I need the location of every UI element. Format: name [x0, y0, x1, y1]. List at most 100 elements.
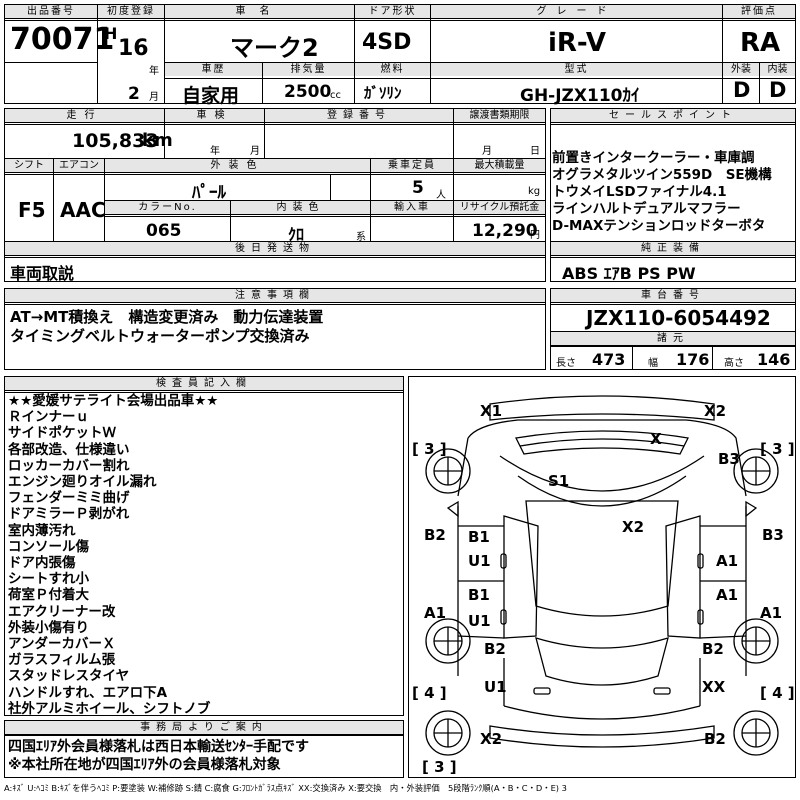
door-label: ドア形状 [355, 5, 430, 19]
inspector-line: 荷室Ｐ付着大 [8, 587, 89, 604]
load-label: 最大積載量 [454, 159, 545, 173]
legend: A:ｷｽﾞ U:ﾍｺﾐ B:ｷｽﾞを伴うﾍｺﾐ P:要塗装 W:補修跡 S:錆 … [4, 783, 567, 793]
damage-mark: B1 [468, 528, 490, 546]
transfer-day-unit: 日 [530, 146, 540, 157]
capacity: 5 [412, 178, 424, 198]
damage-mark: A1 [716, 552, 739, 570]
spec-label: 諸元 [551, 332, 795, 346]
damage-mark: B1 [468, 586, 490, 604]
mileage-unit: km [142, 130, 173, 151]
import-label: 輸入車 [371, 201, 453, 215]
month-unit: 月 [149, 92, 159, 103]
damage-mark: B2 [702, 640, 724, 658]
inspector-line: エンジン廻りオイル漏れ [8, 474, 157, 491]
notes-lines: AT→MT積換え 構造変更済み 動力伝達装置 タイミングベルトウォーターポンプ交… [10, 308, 323, 346]
ext-score: D [733, 78, 751, 102]
recycle-unit: 円 [530, 230, 540, 241]
grade: iR-V [548, 28, 606, 58]
chassis-box [550, 288, 796, 370]
inspector-line: ドアミラーＰ剥がれ [8, 506, 130, 523]
damage-mark: [ 4 ] [412, 684, 447, 702]
damage-mark: U1 [484, 678, 507, 696]
inspector-line: 各部改造、仕様違い [8, 441, 130, 458]
score: RA [740, 28, 781, 58]
damage-mark: B3 [762, 526, 784, 544]
sales-line: ラインハルトデュアルマフラー [552, 201, 741, 217]
damage-mark: B3 [718, 450, 740, 468]
inspector-line: コンソール傷 [8, 538, 89, 555]
damage-mark: [ 3 ] [422, 758, 457, 776]
recycle-label: リサイクル預託金 [454, 201, 545, 215]
color-number: 065 [146, 221, 182, 241]
inspector-line: スタッドレスタイヤ [8, 668, 130, 685]
int-score: D [769, 78, 787, 102]
shift-label: シフト [5, 159, 53, 173]
length-label: 長さ [556, 358, 576, 369]
damage-mark: X1 [480, 402, 503, 420]
inspector-line: サイドポケットＷ [8, 425, 116, 442]
width-label: 幅 [648, 358, 658, 369]
damage-diagram-box [408, 376, 796, 778]
notes-line: タイミングベルトウォーターポンプ交換済み [10, 327, 310, 345]
capacity-label: 乗車定員 [371, 159, 453, 173]
displacement-unit: cc [330, 90, 341, 101]
inspector-line: Ｒインナーｕ [8, 409, 89, 426]
color-label: 外装色 [105, 159, 370, 173]
inspector-line: ★★愛媛サテライト会場出品車★★ [8, 393, 219, 409]
inspector-line: 室内薄汚れ [8, 522, 76, 539]
car-name-label: 車名 [165, 5, 354, 19]
office-lines: 四国ｴﾘｱ外会員様落札は西日本輸送ｾﾝﾀｰ手配です ※本社所在地が四国ｴﾘｱ外の… [8, 738, 309, 774]
regno-label: 登録番号 [265, 109, 453, 123]
model: GH-JZX110ｶｲ [520, 86, 640, 106]
vehicle-info-box [4, 108, 546, 282]
history: 自家用 [182, 85, 240, 107]
displacement-label: 排気量 [263, 63, 354, 76]
exterior-color: ﾊﾟｰﾙ [192, 183, 226, 203]
damage-mark: X2 [480, 730, 503, 748]
office-line: 四国ｴﾘｱ外会員様落札は西日本輸送ｾﾝﾀｰ手配です [8, 739, 309, 755]
lot-number: 70071 [10, 22, 115, 57]
damage-mark: S1 [548, 472, 570, 490]
inspector-line: アンダーカバーＸ [8, 636, 116, 653]
inspection-month-unit: 月 [250, 146, 260, 157]
chassis-label: 車台番号 [551, 289, 795, 303]
chassis-number: JZX110-6054492 [586, 306, 771, 330]
sales-box [550, 108, 796, 282]
notes-box [4, 288, 546, 370]
ac: AAC [60, 198, 106, 222]
equipment-value: ABS ｴｱB PS PW [562, 264, 696, 283]
reg-year: 16 [118, 36, 149, 61]
inspector-line: 外装小傷有り [8, 619, 89, 636]
model-label: 型式 [431, 63, 722, 76]
year-unit: 年 [149, 66, 159, 77]
fuel-label: 燃料 [355, 63, 430, 76]
damage-mark: X2 [704, 402, 727, 420]
recycle-fee: 12,290 [472, 221, 538, 241]
history-label: 車歴 [165, 63, 262, 76]
inspector-line: ガラスフィルム張 [8, 652, 116, 669]
sales-line: 前置きインタークーラー・車庫調 [552, 150, 755, 166]
interior-color: ｸﾛ [288, 225, 305, 244]
later-label: 後日発送物 [5, 242, 545, 256]
mileage-label: 走行 [5, 109, 164, 123]
width: 176 [676, 350, 710, 369]
inspector-box [4, 376, 404, 716]
inspector-line: ドア内張傷 [8, 555, 76, 572]
transfer-month-unit: 月 [482, 146, 492, 157]
damage-mark: [ 3 ] [760, 440, 795, 458]
damage-mark: B2 [704, 730, 726, 748]
grade-label: グレード [431, 5, 722, 19]
damage-mark: U1 [468, 552, 491, 570]
notes-label: 注意事項欄 [5, 289, 545, 303]
office-box [4, 720, 404, 778]
door-type: 4SD [362, 30, 412, 55]
ac-label: エアコン [54, 159, 104, 173]
car-outline-diagram [425, 395, 779, 756]
score-label: 評価点 [723, 5, 795, 19]
damage-mark: XX [702, 678, 726, 696]
damage-mark: A1 [716, 586, 739, 604]
inspector-line: シートすれ小 [8, 571, 89, 588]
shift: F5 [18, 198, 46, 222]
interior-label: 内装色 [231, 201, 370, 215]
sales-label: セールスポイント [551, 109, 795, 123]
